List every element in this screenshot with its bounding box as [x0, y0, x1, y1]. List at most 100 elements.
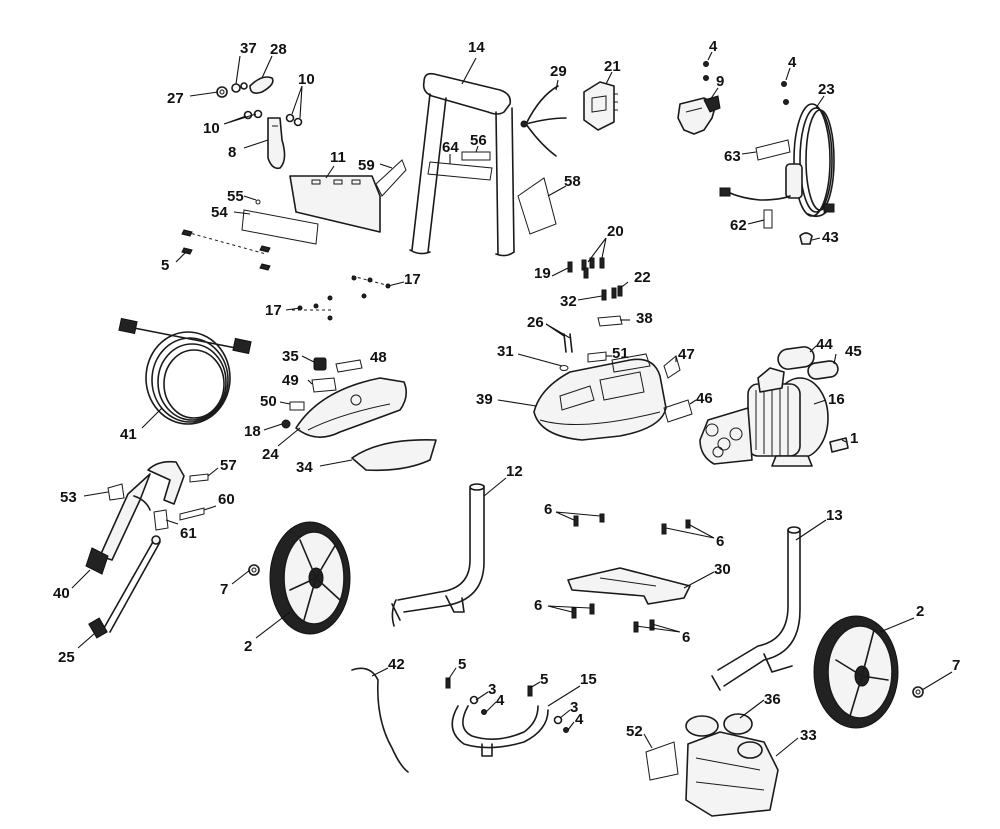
callout-20: 20 — [607, 223, 624, 240]
callout-4c: 4 — [496, 692, 505, 709]
callout-57: 57 — [220, 457, 237, 474]
callout-62: 62 — [730, 217, 747, 234]
part-45-capacitor — [807, 360, 839, 380]
callout-1: 1 — [850, 430, 858, 447]
part-18-nut — [281, 419, 291, 429]
callout-23: 23 — [818, 81, 835, 98]
callout-27: 27 — [167, 90, 184, 107]
part-15-bottom-frame — [451, 705, 549, 757]
callout-47: 47 — [678, 346, 695, 363]
callout-34: 34 — [296, 459, 313, 476]
part-25-wand — [88, 535, 161, 639]
part-4-screws-top — [703, 61, 789, 105]
part-42-tube — [351, 667, 409, 773]
part-38-pad — [597, 315, 623, 327]
part-33-detergent-tank — [685, 731, 779, 817]
part-7-nut-right — [912, 686, 924, 698]
part-56-label — [461, 151, 491, 161]
part-9-gun-holster — [677, 95, 721, 135]
part-40-spray-gun — [85, 460, 185, 575]
callout-55: 55 — [227, 188, 244, 205]
callout-37: 37 — [240, 40, 257, 57]
part-5-screws-left — [181, 229, 271, 271]
callout-58: 58 — [564, 173, 581, 190]
callout-48: 48 — [370, 349, 387, 366]
callout-6b: 6 — [716, 533, 724, 550]
callout-7a: 7 — [220, 581, 228, 598]
part-47-label — [663, 355, 681, 379]
part-64-label — [427, 161, 493, 181]
callout-4b: 4 — [788, 54, 797, 71]
callout-17b: 17 — [265, 302, 282, 319]
callout-31: 31 — [497, 343, 514, 360]
callout-40: 40 — [53, 585, 70, 602]
part-28-clamp — [249, 76, 274, 94]
callout-33: 33 — [800, 727, 817, 744]
part-14-handle-frame — [409, 72, 515, 257]
callout-24: 24 — [262, 446, 279, 463]
callout-17a: 17 — [404, 271, 421, 288]
callout-21: 21 — [604, 58, 621, 75]
part-46-label — [663, 399, 693, 423]
callout-18: 18 — [244, 423, 261, 440]
callout-4d: 4 — [575, 711, 584, 728]
callout-30: 30 — [714, 561, 731, 578]
callout-5b: 5 — [458, 656, 466, 673]
callout-10b: 10 — [203, 120, 220, 137]
part-61-label — [153, 509, 169, 531]
callout-19: 19 — [534, 265, 551, 282]
callout-63: 63 — [724, 148, 741, 165]
part-58-label — [517, 177, 557, 235]
part-63-label — [755, 139, 791, 161]
callout-6c: 6 — [534, 597, 542, 614]
part-21-hose-bracket — [583, 81, 618, 131]
callout-36: 36 — [764, 691, 781, 708]
callout-16: 16 — [828, 391, 845, 408]
callout-41: 41 — [120, 426, 137, 443]
part-1-fitting — [829, 437, 849, 453]
part-54-label-plate — [241, 209, 319, 245]
part-6-screws — [571, 513, 691, 633]
callout-2b: 2 — [916, 603, 924, 620]
part-17-screws — [292, 275, 391, 321]
callout-28: 28 — [270, 41, 287, 58]
part-50-label — [289, 401, 305, 411]
callout-6a: 6 — [544, 501, 552, 518]
callout-6d: 6 — [682, 629, 690, 646]
callout-8: 8 — [228, 144, 236, 161]
callout-52: 52 — [626, 723, 643, 740]
callout-29: 29 — [550, 63, 567, 80]
callout-22: 22 — [634, 269, 651, 286]
part-51-label — [587, 351, 607, 363]
callout-42: 42 — [388, 656, 405, 673]
part-53-label — [107, 483, 125, 501]
part-30-base-plate — [567, 567, 691, 605]
callout-labels: 27 37 28 10 10 8 11 55 54 5 14 59 64 56 … — [53, 38, 960, 744]
part-39-top-shroud — [533, 353, 667, 441]
callout-49: 49 — [282, 372, 299, 389]
callout-64: 64 — [442, 139, 459, 156]
part-24-side-shroud — [295, 377, 408, 438]
callout-3b: 3 — [570, 699, 578, 716]
callout-60: 60 — [218, 491, 235, 508]
callout-61: 61 — [180, 525, 197, 542]
leader-lines — [71, 51, 953, 757]
callout-15: 15 — [580, 671, 597, 688]
callout-13: 13 — [826, 507, 843, 524]
part-23-power-cord — [719, 103, 835, 218]
part-60-label — [179, 507, 205, 521]
callout-3a: 3 — [488, 681, 496, 698]
callout-39: 39 — [476, 391, 493, 408]
part-36-tank-cap — [685, 713, 753, 737]
callout-56: 56 — [470, 132, 487, 149]
callout-54: 54 — [211, 204, 228, 221]
callout-38: 38 — [636, 310, 653, 327]
part-12-left-frame — [391, 483, 485, 627]
part-2-wheel-left — [269, 521, 351, 635]
part-31-grommet — [559, 365, 569, 371]
callout-59: 59 — [358, 157, 375, 174]
part-16-pump-motor-assembly — [699, 367, 829, 467]
part-44-capacitor — [777, 346, 815, 370]
